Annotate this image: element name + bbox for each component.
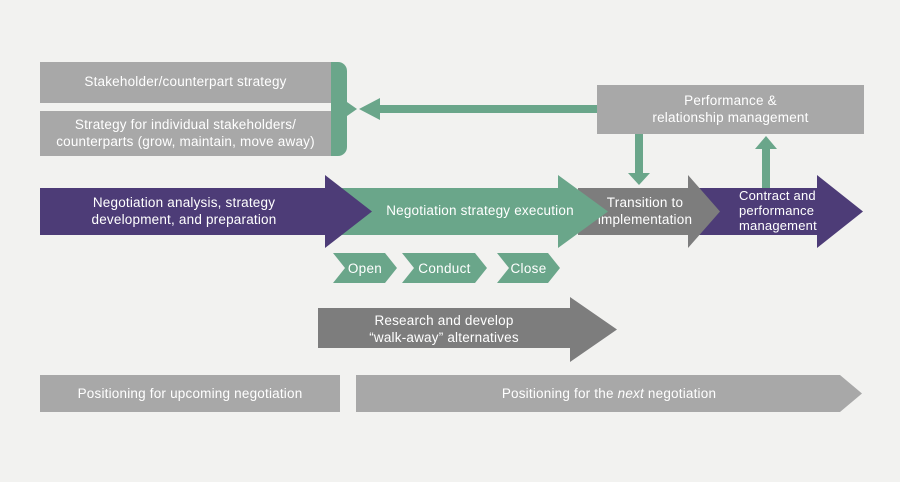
feedback-arrow-shaft (379, 105, 597, 113)
performance-box: Performance & relationship management (597, 85, 864, 134)
performance-line2: relationship management (652, 109, 809, 125)
analysis-arrow: Negotiation analysis, strategy developme… (40, 175, 372, 248)
performance-line1: Performance & (684, 92, 777, 108)
phase-close-label: Close (510, 260, 547, 276)
analysis-line1: Negotiation analysis, strategy (92, 195, 276, 211)
research-arrow: Research and develop “walk-away” alterna… (318, 297, 617, 362)
positioning-upcoming-bar: Positioning for upcoming negotiation (40, 375, 340, 412)
individual-strategy-line2: counterparts (grow, maintain, move away) (56, 133, 315, 149)
up-arrow-head-icon (755, 136, 777, 149)
phase-chevron-open: Open (333, 253, 397, 283)
research-line2: “walk-away” alternatives (369, 329, 519, 345)
research-line1: Research and develop (374, 312, 514, 328)
down-arrow-head-icon (628, 173, 650, 185)
phase-chevron-conduct: Conduct (402, 253, 487, 283)
phase-conduct-label: Conduct (418, 260, 471, 276)
down-arrow-shaft (635, 134, 643, 173)
phase-open-label: Open (347, 260, 383, 276)
execution-label: Negotiation strategy execution (386, 203, 574, 219)
contract-line1: Contract and (739, 188, 816, 204)
brace-bracket (331, 62, 347, 156)
individual-strategy-line1: Strategy for individual stakeholders/ (74, 116, 297, 132)
transition-line2: implementation (597, 211, 693, 227)
positioning-next-bar: Positioning for the next negotiation (356, 375, 862, 412)
analysis-line2: development, and preparation (91, 211, 277, 227)
contract-arrow: Contract and performance management (697, 175, 863, 248)
feedback-arrow-left-head-icon (359, 98, 380, 120)
positioning-next-label: Positioning for the next negotiation (501, 386, 717, 401)
stakeholder-strategy-box: Stakeholder/counterpart strategy (40, 62, 331, 103)
transition-line1: Transition to (606, 195, 684, 211)
brace-point (347, 102, 357, 116)
contract-line2: performance (739, 203, 815, 219)
phase-chevron-close: Close (497, 253, 560, 283)
positioning-upcoming-label: Positioning for upcoming negotiation (77, 386, 303, 401)
individual-strategy-box: Strategy for individual stakeholders/ co… (40, 111, 331, 156)
contract-line3: management (739, 217, 817, 233)
up-arrow-shaft (762, 149, 770, 188)
stakeholder-strategy-label: Stakeholder/counterpart strategy (84, 74, 287, 90)
